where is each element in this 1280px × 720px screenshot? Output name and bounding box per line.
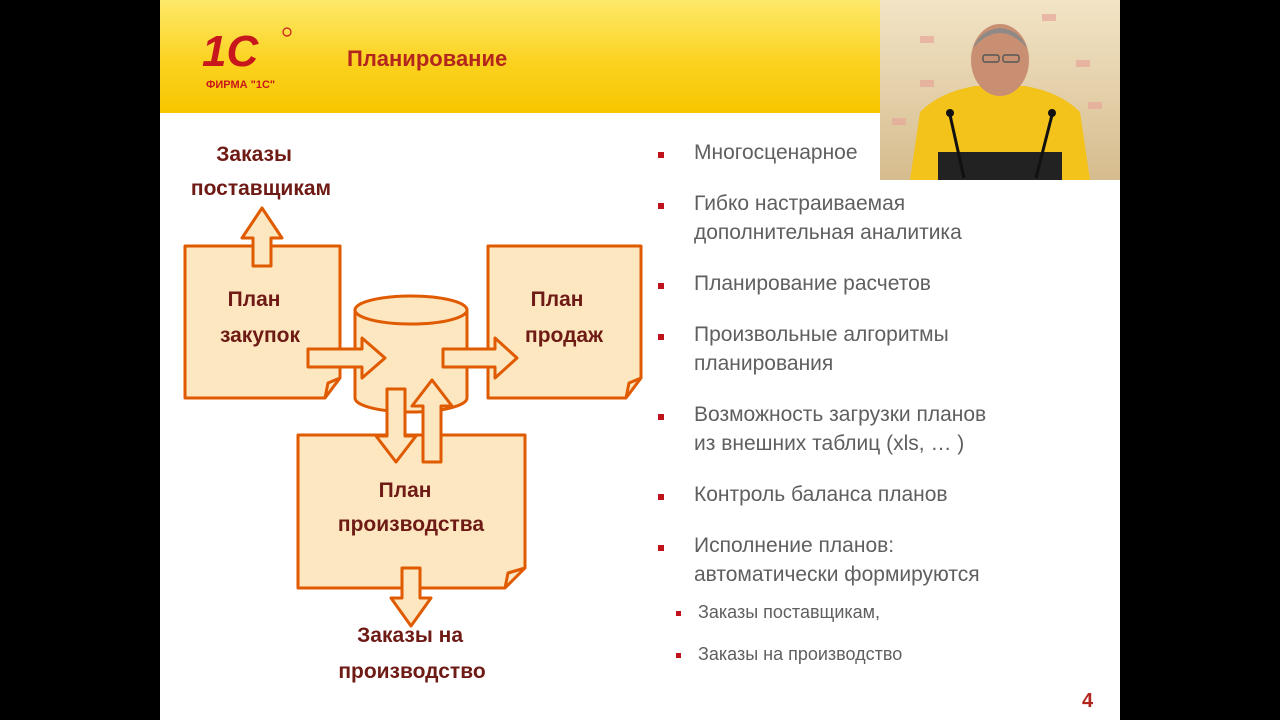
plan-sales-label: План продаж [525,288,604,347]
sub-bullet-item: Заказы на производство [658,641,1098,667]
bullet-item: Произвольные алгоритмы планирования [658,320,1098,378]
arrow-up-suppliers-icon [240,206,284,268]
orders-suppliers-label: Заказы поставщикам [191,143,331,200]
arrow-up-db-icon [410,378,454,464]
bullet-item: Возможность загрузки планов из внешних т… [658,400,1098,458]
bullet-item: Многосценарное [658,138,1098,167]
sub-bullet-item: Заказы поставщикам, [658,599,1098,625]
bullet-item: Исполнение планов: автоматически формиру… [658,531,1098,589]
plan-purchases-box [183,244,342,400]
slide-title: Планирование [347,46,508,71]
planning-diagram: Заказы поставщикам План закупок План про… [183,143,643,683]
bullet-item: Планирование расчетов [658,269,1098,298]
feature-list: Многосценарное Гибко настраиваемая допол… [658,138,1098,667]
microphone-right-icon [1034,114,1054,179]
bullet-item: Гибко настраиваемая дополнительная анали… [658,189,1098,247]
plan-production-box [296,433,527,590]
page-number: 4 [1082,690,1094,712]
plan-sales-box [486,244,643,400]
microphone-left-icon [948,114,966,179]
logo-mark: 1С [202,27,259,76]
database-cylinder-icon [353,308,469,414]
plan-purchases-label: План закупок [220,288,301,347]
company-logo: 1С ФИРМА "1С" [202,27,292,91]
bullet-item: Контроль баланса планов [658,480,1098,509]
sub-bullet-list: Заказы поставщикам, Заказы на производст… [658,599,1098,667]
laptop-screen [938,152,1062,180]
orders-production-label: Заказы на производство [338,624,485,683]
arrow-right-sales-icon [441,336,519,380]
plan-production-label: План производства [338,479,485,536]
arrow-right-db-icon [306,336,387,380]
speaker-video-feed [880,0,1120,180]
arrow-down-orders-icon [389,566,433,628]
arrow-down-production-icon [374,387,418,464]
logo-caption: ФИРМА "1С" [206,79,275,91]
speaker-head [971,24,1029,96]
